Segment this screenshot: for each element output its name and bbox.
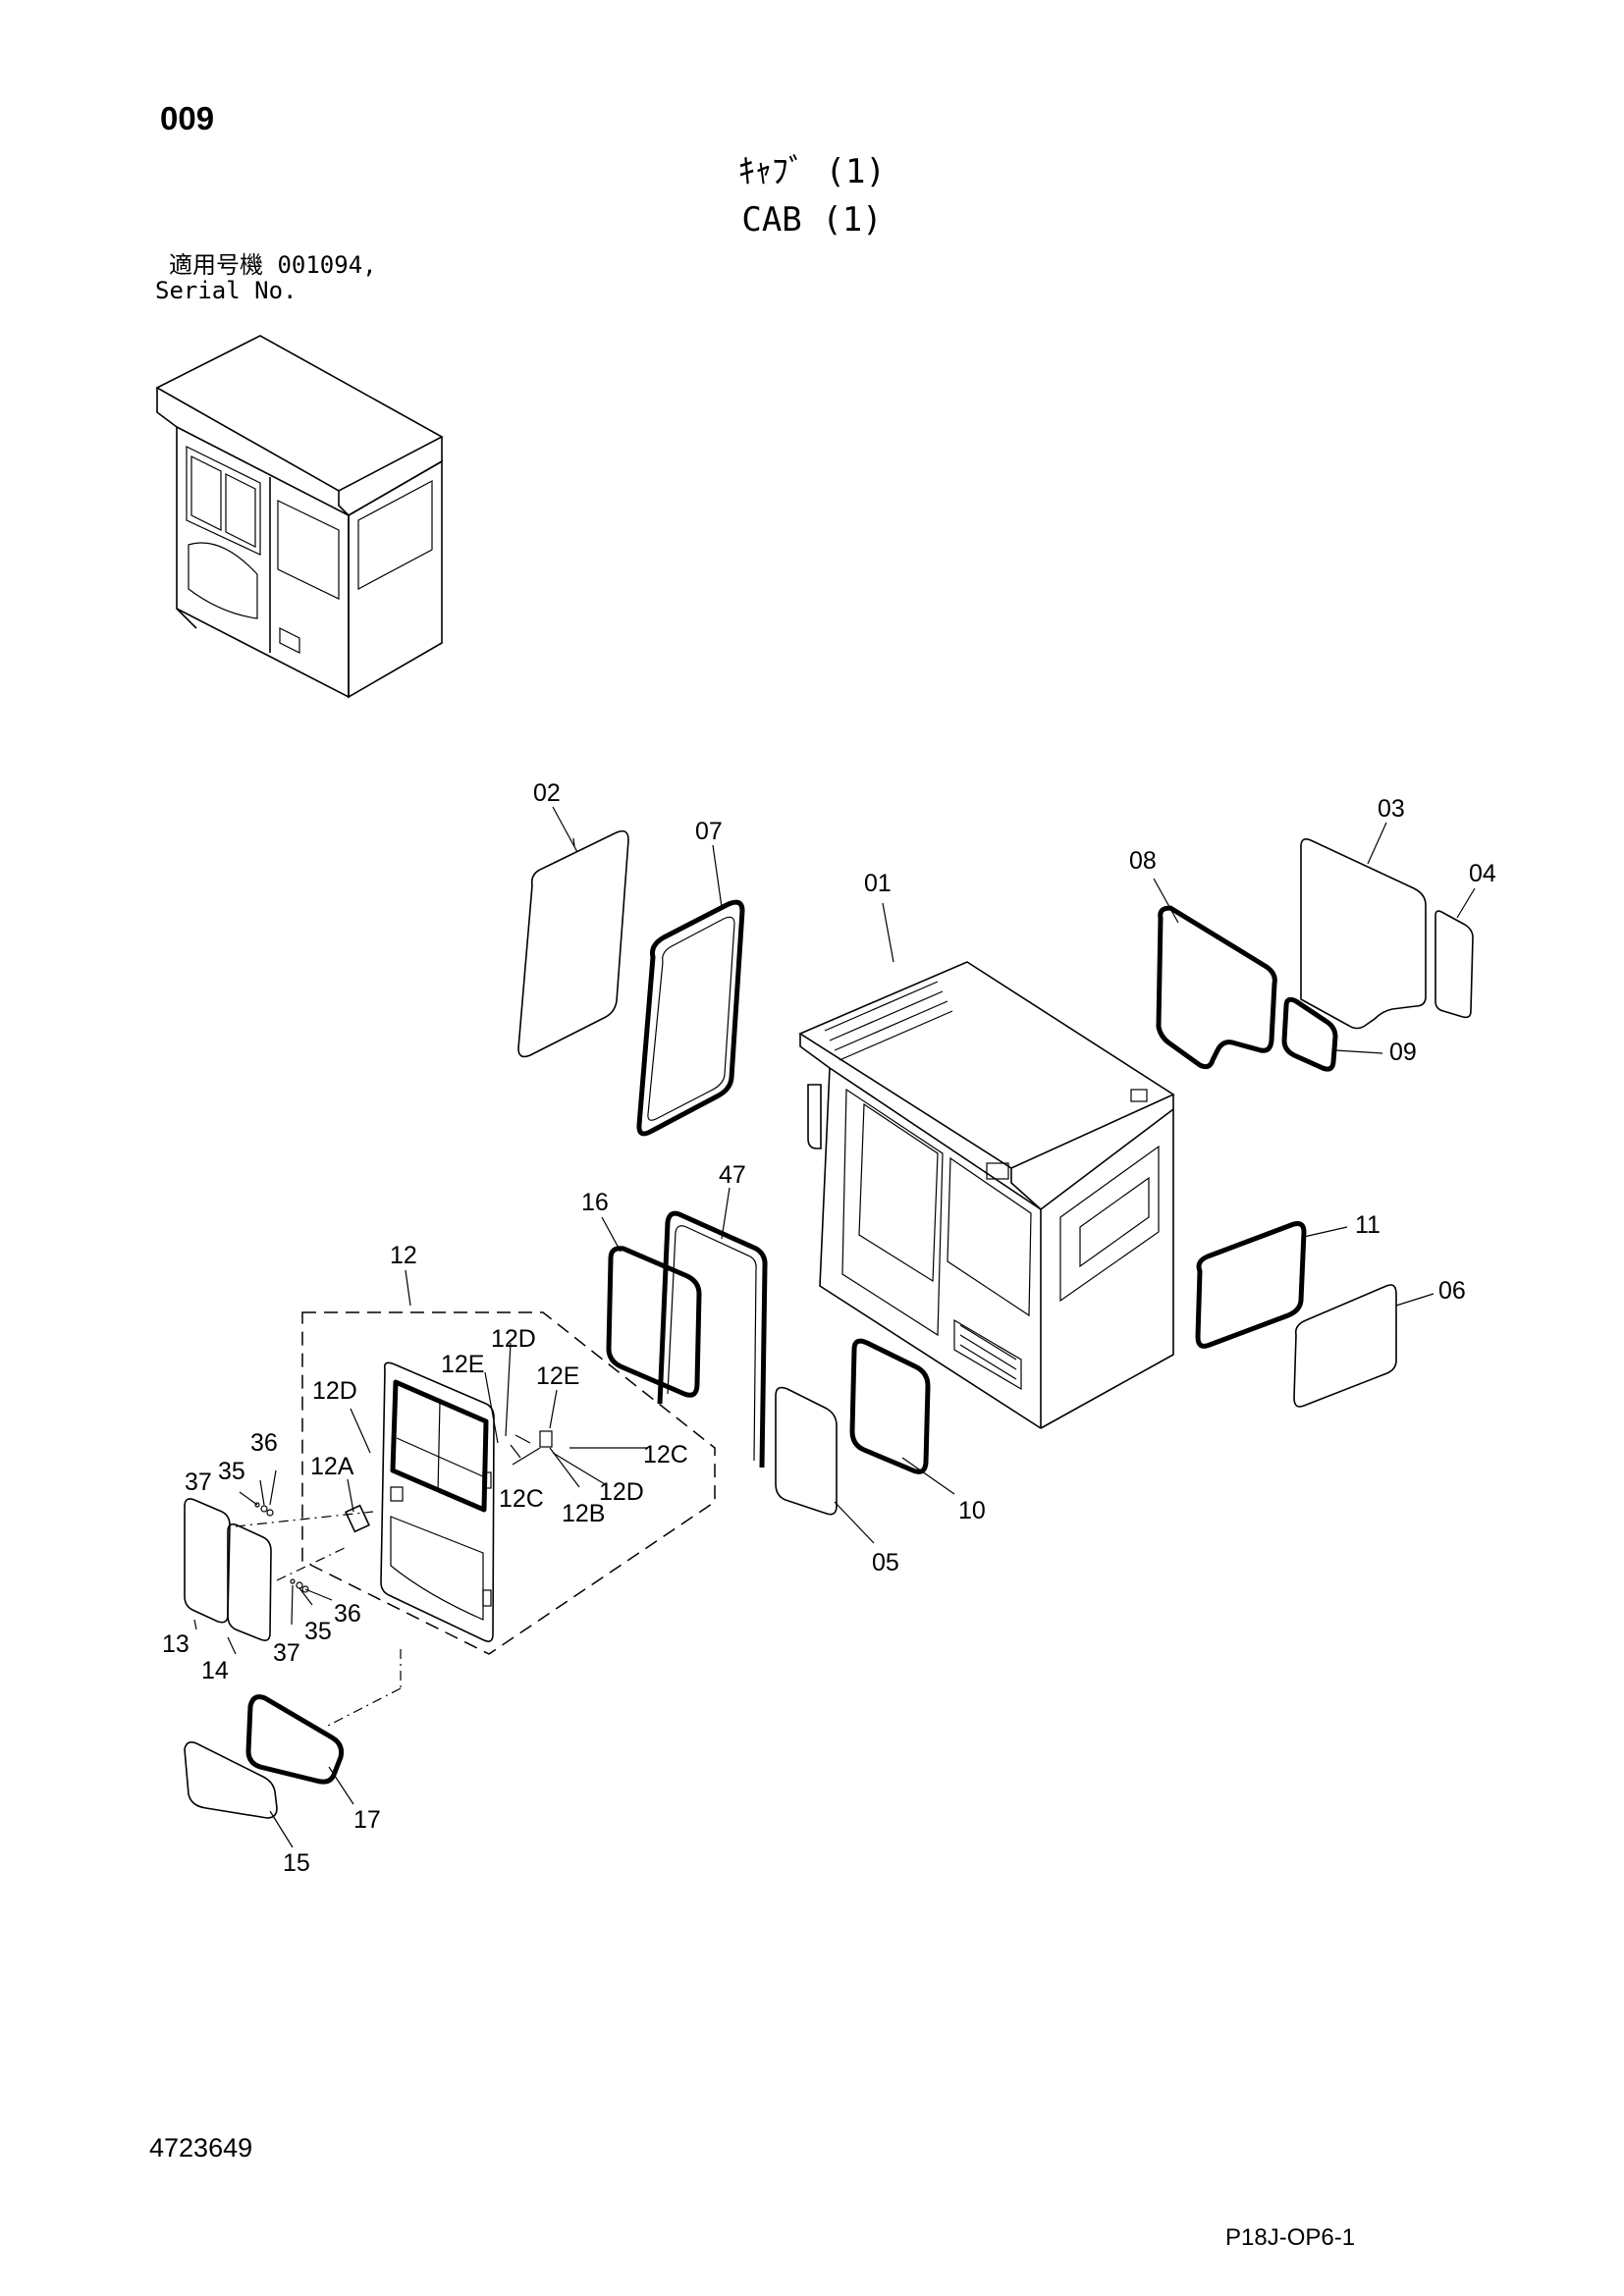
part-17-glass-seal [245, 1694, 345, 1785]
callout-12C-a: 12C [499, 1485, 544, 1513]
callout-10: 10 [958, 1497, 986, 1524]
callout-11: 11 [1355, 1211, 1380, 1239]
page-number: 009 [160, 100, 215, 136]
assembly-alignment-lines [235, 1511, 402, 1729]
callout-02: 02 [533, 779, 561, 807]
part-15-glass [184, 1741, 278, 1819]
part-07-glass-seal [636, 899, 745, 1137]
callout-14: 14 [201, 1657, 229, 1684]
part-14-glass [227, 1523, 272, 1641]
callout-09: 09 [1389, 1039, 1417, 1066]
callout-12D-b: 12D [491, 1325, 536, 1353]
callout-12B: 12B [562, 1500, 605, 1527]
callout-16: 16 [581, 1189, 609, 1216]
callout-12C-b: 12C [643, 1441, 688, 1468]
callout-12E-b: 12E [536, 1362, 579, 1390]
serial-applicability-label: 適用号機 001094, [169, 251, 377, 279]
sheet-code: P18J-OP6-1 [1225, 2224, 1356, 2251]
callout-12A: 12A [310, 1453, 354, 1480]
serial-number-label: Serial No. [155, 277, 298, 304]
callout-12: 12 [390, 1242, 417, 1269]
callout-36-upper: 36 [250, 1429, 278, 1457]
part-12-door-assembly [301, 1311, 716, 1655]
callout-08: 08 [1129, 847, 1157, 875]
part-03-side-glass [1300, 838, 1427, 1030]
page-title-japanese: ｷｬﾌﾞ (1) [738, 152, 886, 191]
part-47-seal-strip [657, 1210, 768, 1468]
part-09-glass-seal [1281, 996, 1338, 1072]
callout-15: 15 [283, 1849, 310, 1877]
roof-vent-grille [824, 981, 953, 1061]
callout-37-lower: 37 [273, 1639, 300, 1667]
callout-04: 04 [1469, 860, 1496, 887]
part-02-front-glass [517, 829, 629, 1058]
overview-cab-illustration [155, 335, 444, 699]
drawing-number: 4723649 [149, 2133, 253, 2163]
part-04-side-glass [1435, 910, 1474, 1019]
hardware-35-36-37-upper [254, 1502, 274, 1517]
part-05-glass [775, 1386, 838, 1516]
part-01-cab-frame [798, 961, 1175, 1429]
callout-47: 47 [719, 1161, 746, 1189]
callout-35-upper: 35 [218, 1458, 245, 1485]
callout-06: 06 [1438, 1277, 1466, 1305]
callout-12E-a: 12E [441, 1351, 484, 1378]
part-11-glass-seal [1195, 1221, 1307, 1349]
callout-13: 13 [162, 1630, 189, 1658]
part-13-glass [184, 1498, 231, 1624]
part-08-glass-seal [1156, 905, 1277, 1070]
callout-36-lower: 36 [334, 1600, 361, 1628]
callout-03: 03 [1378, 795, 1405, 823]
part-10-glass-seal [849, 1338, 931, 1474]
page-title: CAB (1) [741, 200, 883, 240]
callout-35-lower: 35 [304, 1618, 332, 1645]
callout-12D-c: 12D [599, 1478, 644, 1506]
callout-17: 17 [353, 1806, 381, 1834]
callout-07: 07 [695, 818, 723, 845]
part-16-glass-seal [606, 1246, 702, 1398]
callout-labels: 02 07 01 08 03 04 09 11 06 10 05 16 47 1… [162, 779, 1496, 1877]
callout-01: 01 [864, 870, 892, 897]
callout-leader-lines [193, 806, 1476, 1848]
callout-05: 05 [872, 1549, 899, 1576]
part-06-rear-glass [1293, 1284, 1397, 1408]
callout-37-upper: 37 [185, 1468, 212, 1496]
callout-12D-a: 12D [312, 1377, 357, 1405]
hardware-35-36-37-lower [290, 1578, 309, 1593]
